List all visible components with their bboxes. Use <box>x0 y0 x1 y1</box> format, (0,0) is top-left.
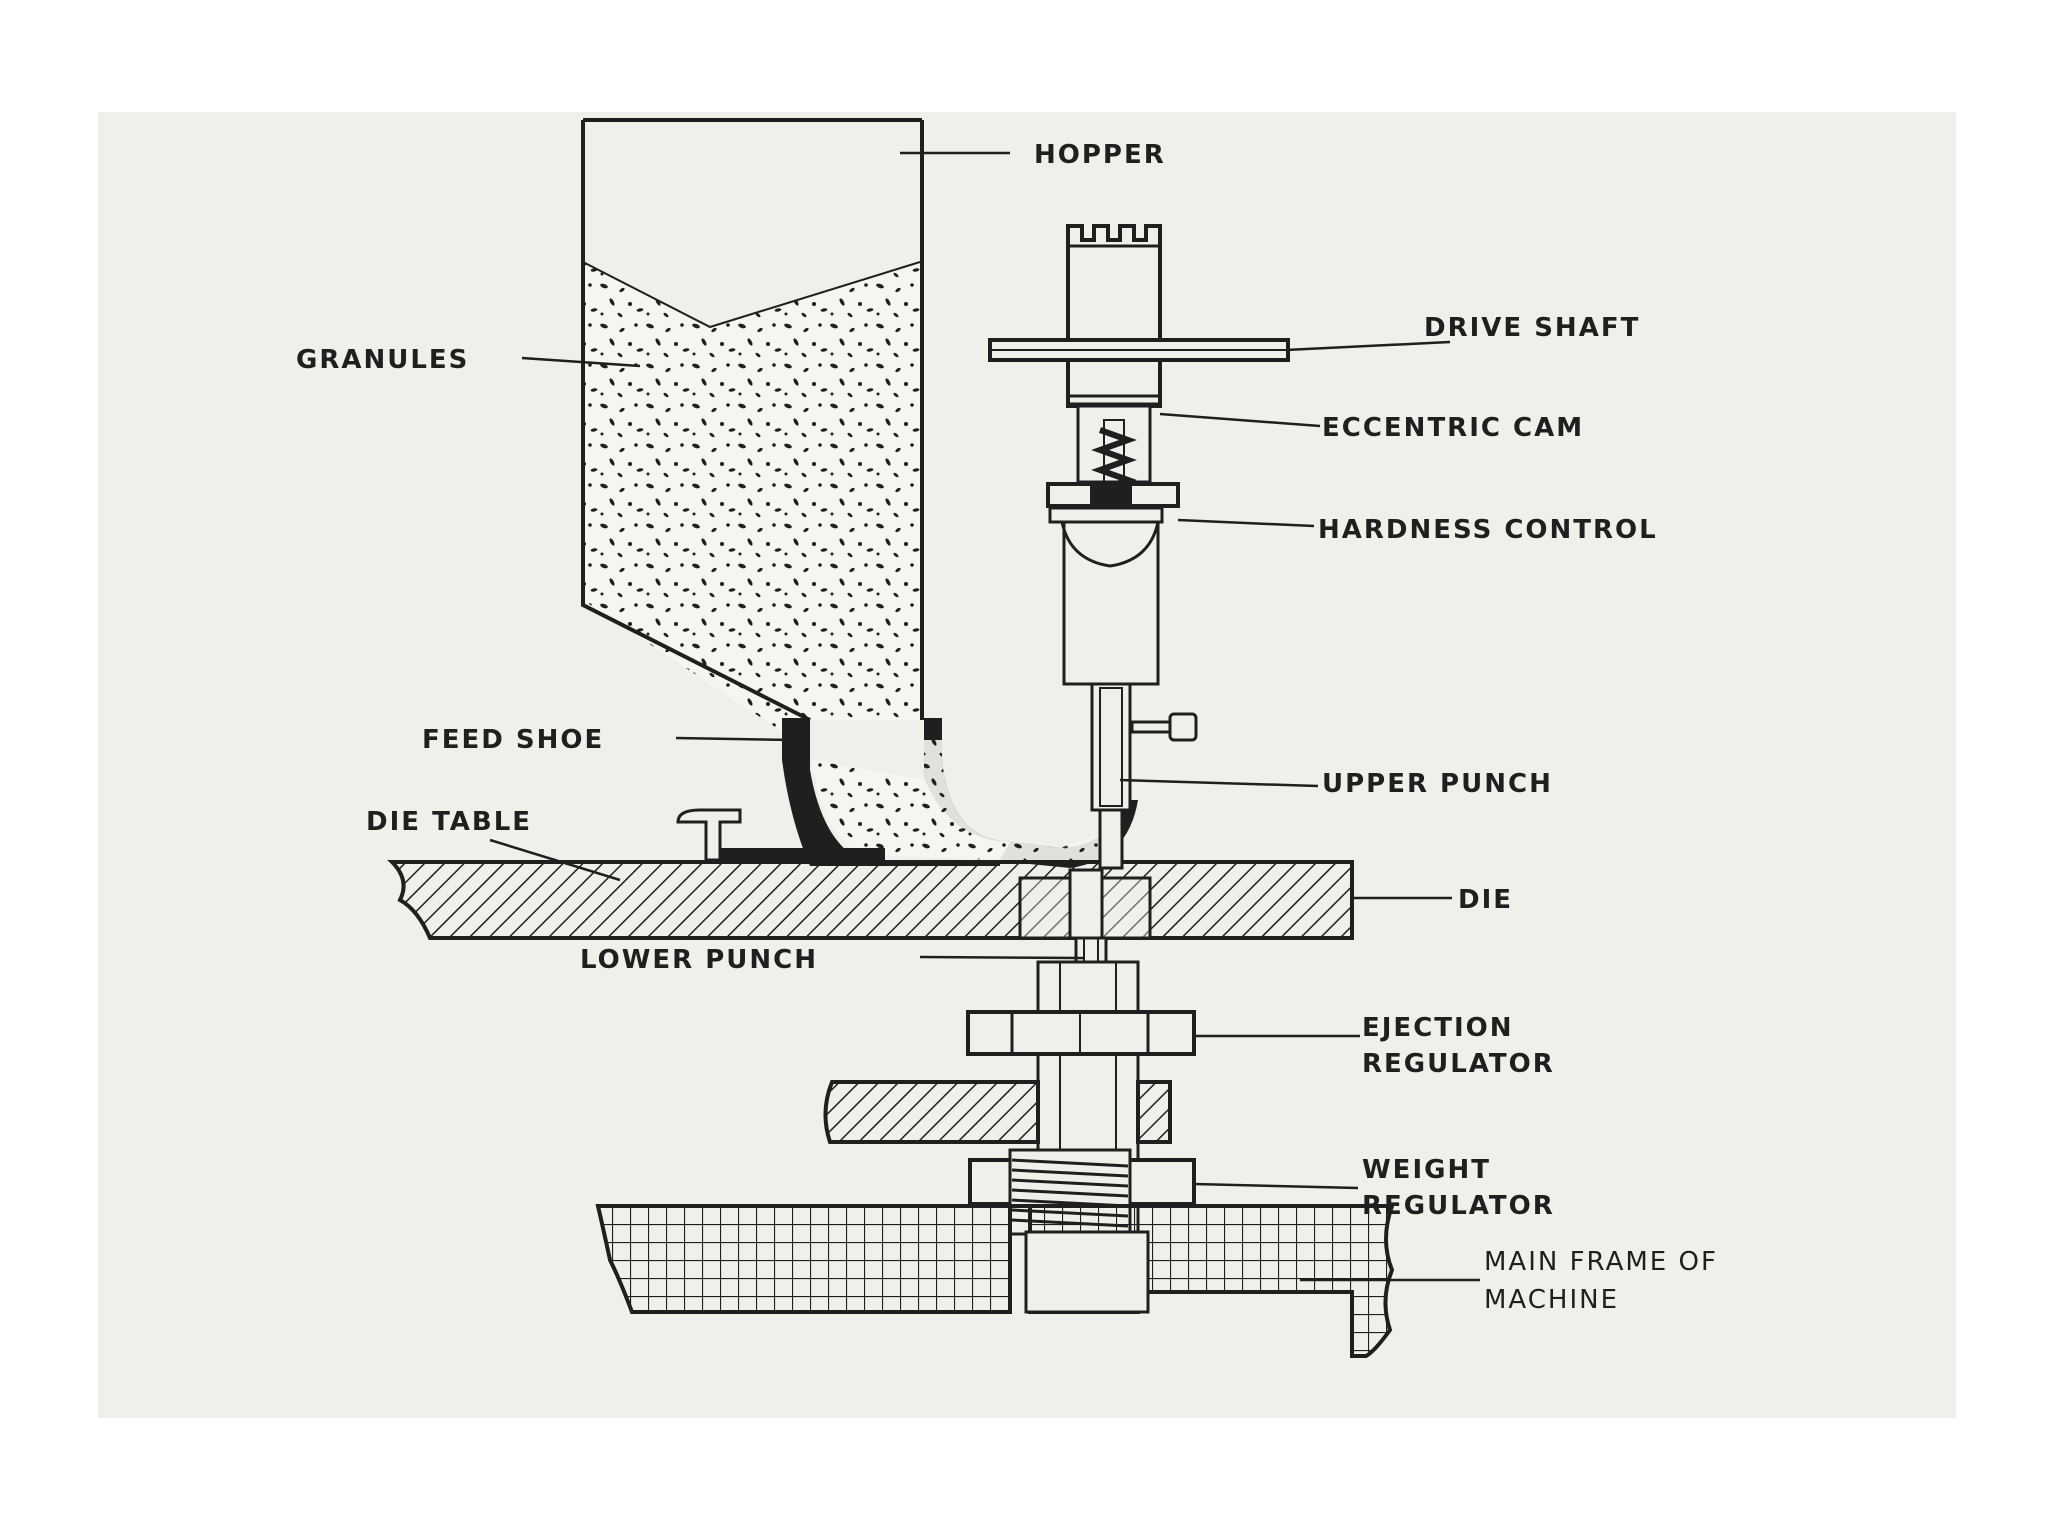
label-eccentric-cam: ECCENTRIC CAM <box>1322 413 1584 443</box>
hopper <box>581 118 924 750</box>
label-lower-punch: LOWER PUNCH <box>580 945 818 975</box>
lower-punch-assembly <box>823 936 1196 1314</box>
upper-punch-assembly <box>988 224 1290 870</box>
label-weight-regulator-line2: REGULATOR <box>1362 1191 1555 1221</box>
label-hardness-control: HARDNESS CONTROL <box>1318 515 1658 545</box>
label-ejection-regulator-line2: REGULATOR <box>1362 1049 1555 1079</box>
upper-punch <box>1090 682 1132 812</box>
die-table <box>387 860 1354 940</box>
label-die-table: DIE TABLE <box>366 807 532 837</box>
leader-lines <box>489 151 1480 1282</box>
label-granules: GRANULES <box>296 345 469 375</box>
granules-fill <box>583 262 920 750</box>
label-main-frame-line1: MAIN FRAME OF <box>1484 1247 1718 1277</box>
label-ejection-regulator-line1: EJECTION <box>1362 1013 1514 1043</box>
label-die: DIE <box>1458 885 1513 915</box>
label-main-frame-line2: MACHINE <box>1484 1285 1619 1315</box>
label-upper-punch: UPPER PUNCH <box>1322 769 1553 799</box>
label-drive-shaft: DRIVE SHAFT <box>1424 313 1640 343</box>
label-feed-shoe: FEED SHOE <box>422 725 604 755</box>
label-weight-regulator-line1: WEIGHT <box>1362 1155 1491 1185</box>
label-hopper: HOPPER <box>1034 140 1166 170</box>
main-frame <box>595 1204 1395 1358</box>
